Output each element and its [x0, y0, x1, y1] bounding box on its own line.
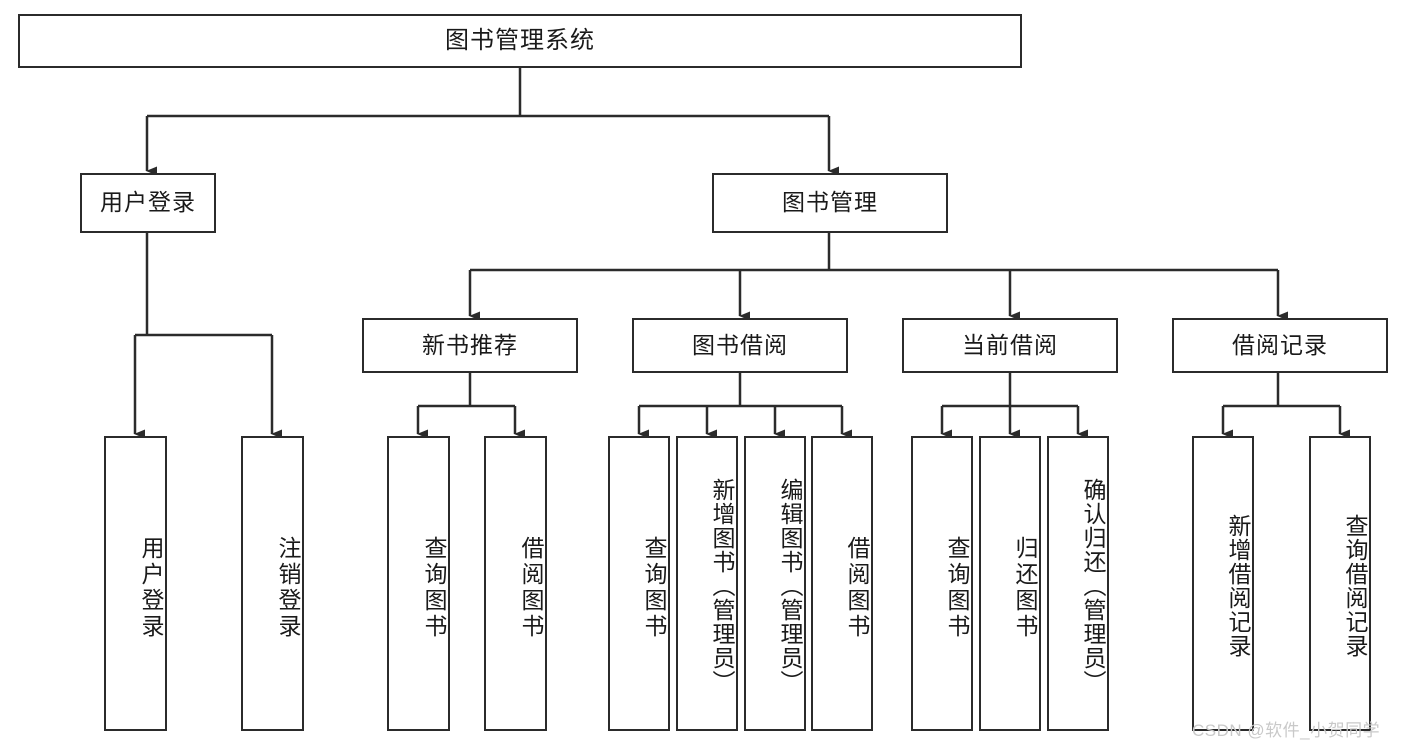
leaf-book-borrow-query[interactable]: 查询图书	[608, 436, 670, 731]
leaf-borrow-record-query[interactable]: 查询借阅记录	[1309, 436, 1371, 731]
leaf-book-borrow-borrow[interactable]: 借阅图书	[811, 436, 873, 731]
csdn-watermark: CSDN @软件_小贺同学	[1192, 721, 1381, 740]
leaf-current-borrow-return[interactable]: 归还图书	[979, 436, 1041, 731]
node-book-borrow[interactable]: 图书借阅	[632, 318, 848, 373]
leaf-current-borrow-query[interactable]: 查询图书	[911, 436, 973, 731]
node-new-book-recommend[interactable]: 新书推荐	[362, 318, 578, 373]
leaf-borrow-record-add[interactable]: 新增借阅记录	[1192, 436, 1254, 731]
leaf-book-borrow-add[interactable]: 新增图书（管理员）	[676, 436, 738, 731]
leaf-user-login-logout[interactable]: 注销登录	[241, 436, 304, 731]
leaf-new-book-query[interactable]: 查询图书	[387, 436, 450, 731]
leaf-new-book-borrow[interactable]: 借阅图书	[484, 436, 547, 731]
node-user-login[interactable]: 用户登录	[80, 173, 216, 233]
leaf-user-login-login[interactable]: 用户登录	[104, 436, 167, 731]
node-borrow-record[interactable]: 借阅记录	[1172, 318, 1388, 373]
node-book-management[interactable]: 图书管理	[712, 173, 948, 233]
leaf-book-borrow-edit[interactable]: 编辑图书（管理员）	[744, 436, 806, 731]
node-current-borrow[interactable]: 当前借阅	[902, 318, 1118, 373]
leaf-current-borrow-confirm-return[interactable]: 确认归还（管理员）	[1047, 436, 1109, 731]
node-root-system[interactable]: 图书管理系统	[18, 14, 1022, 68]
